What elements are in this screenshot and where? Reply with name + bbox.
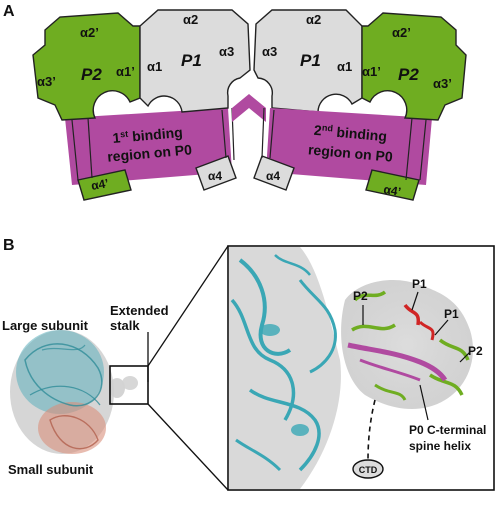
right-p2-alpha3: α3’ [433,76,452,91]
right-p1-alpha3: α3 [262,44,277,59]
right-p1-name: P1 [300,51,321,70]
panel-b-letter: B [3,237,15,254]
zoom-label-ctd: CTD [359,465,378,475]
right-p2-domain: α2’ α1’ P2 α3’ [361,12,467,121]
right-binding-region: 2nd binding region on P0 [266,108,432,185]
left-p2-helix4: α4’ [71,117,132,201]
right-p2-alpha4: α4’ [382,182,402,199]
zoom-line-top [147,245,229,367]
left-p2-alpha1: α1’ [116,64,135,79]
left-region-line2: region on P0 [107,141,193,164]
right-p1-alpha4: α4 [266,169,280,183]
zoom-label-p1-top: P1 [412,277,427,291]
left-p1-name: P1 [181,51,202,70]
left-p1-alpha2: α2 [183,12,198,27]
right-region-line1: 2nd binding [313,122,387,144]
label-extended-stalk-2: stalk [110,318,140,333]
left-p2-alpha3: α3’ [37,74,56,89]
zoom-panel [227,245,495,491]
panel-a-letter: A [3,3,15,20]
left-p1-domain: α2 α1 P1 α3 [139,9,251,113]
right-p2-label: P2 [398,65,419,84]
right-p2-alpha1: α1’ [362,64,381,79]
zoom-line-bottom [147,403,229,491]
label-small-subunit: Small subunit [8,462,94,477]
left-p1-helix4: α4 [195,107,237,191]
right-p2-helix4: α4’ [365,117,427,201]
left-p2-alpha4: α4’ [90,176,110,193]
left-p2-label: P2 [81,65,102,84]
left-binding-region: 1st binding region on P0 [65,108,232,185]
center-linker [232,94,266,122]
label-extended-stalk-1: Extended [110,303,169,318]
left-p1-alpha4: α4 [208,169,222,183]
left-p2-alpha2: α2’ [80,25,99,40]
left-p1-alpha3: α3 [219,44,234,59]
zoom-label-p2-top: P2 [353,289,368,303]
right-p1-helix4: α4 [253,107,295,191]
right-p1-alpha1: α1 [337,59,352,74]
left-p1-label: α1 [147,59,162,74]
right-p2-alpha2: α2’ [392,25,411,40]
left-region-line1: 1st binding [112,124,183,146]
right-p1-domain: α2 α3 P1 α1 [253,9,363,113]
right-region-line2: region on P0 [308,141,394,164]
left-p2-domain: α2’ P2 α3’ α1’ [32,12,141,121]
ribosome-overview [10,330,138,454]
zoom-label-spine-2: spine helix [409,439,471,453]
inset-box [109,365,149,405]
zoom-label-p2-right: P2 [468,344,483,358]
zoom-label-spine-1: P0 C-terminal [409,423,486,437]
right-p1-alpha2: α2 [306,12,321,27]
label-large-subunit: Large subunit [2,318,89,333]
zoom-label-p1-right: P1 [444,307,459,321]
